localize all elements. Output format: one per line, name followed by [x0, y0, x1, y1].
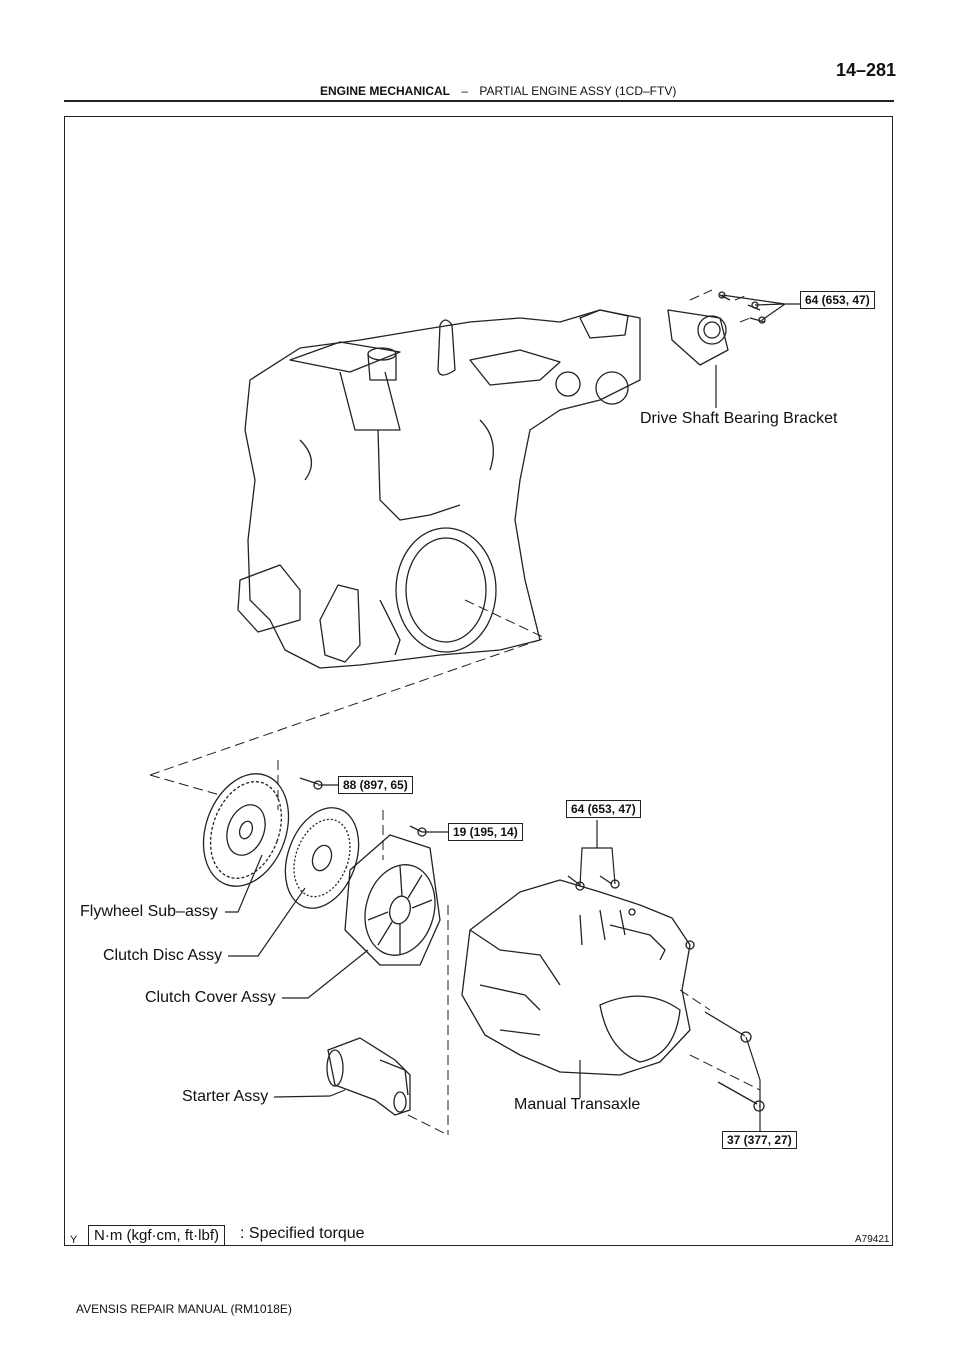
torque-bracket-bolts: 64 (653, 47): [800, 291, 875, 309]
label-starter: Starter Assy: [182, 1088, 269, 1105]
alignment-line-engine: [149, 637, 546, 776]
figure-frame: [64, 116, 893, 1246]
figure-id: A79421: [855, 1234, 890, 1245]
torque-clutch-cover-bolt: 19 (195, 14): [448, 823, 523, 841]
label-manual-transaxle: Manual Transaxle: [514, 1096, 641, 1113]
alignment-line-starter: [407, 1114, 449, 1136]
torque-transaxle-lower-bolts: 37 (377, 27): [722, 1131, 797, 1149]
legend-description: : Specified torque: [240, 1225, 365, 1242]
starter-drawing: [326, 1037, 411, 1116]
label-clutch-cover: Clutch Cover Assy: [145, 989, 276, 1006]
leader-clutch-cover: [282, 949, 369, 999]
corner-mark: Y: [70, 1234, 78, 1246]
alignment-line-bracket: [689, 289, 751, 323]
leader-clutch-disc: [228, 887, 306, 957]
engine-block-drawing: [237, 309, 641, 669]
label-drive-shaft-bearing-bracket: Drive Shaft Bearing Bracket: [640, 410, 838, 427]
label-clutch-disc: Clutch Disc Assy: [103, 947, 223, 964]
alignment-line-flywheel: [149, 774, 221, 796]
label-flywheel: Flywheel Sub–assy: [80, 903, 218, 920]
alignment-line-lower-bolt: [689, 1054, 761, 1091]
alignment-line-engine-2: [464, 599, 546, 639]
page-number: 14–281: [836, 60, 897, 80]
torque-flywheel-bolt: 88 (897, 65): [338, 776, 413, 794]
section-name: ENGINE MECHANICAL: [320, 84, 451, 98]
clutch-disc-drawing: [284, 807, 360, 909]
manual-transaxle-drawing: [461, 879, 695, 1076]
footer-manual-title: AVENSIS REPAIR MANUAL (RM1018E): [76, 1302, 292, 1316]
leader-transaxle-lower-bolts: [745, 1036, 761, 1132]
section-title: ENGINE MECHANICAL – PARTIAL ENGINE ASSY …: [320, 84, 676, 98]
alignment-line-bolt-2: [679, 989, 711, 1011]
leader-bracket-torque: [721, 294, 800, 321]
leader-flywheel: [225, 854, 263, 913]
legend-unit-box: N·m (kgf·cm, ft·lbf): [88, 1225, 225, 1246]
flywheel-drawing: [202, 773, 290, 887]
leader-starter: [273, 1089, 346, 1098]
torque-transaxle-top-bolts: 64 (653, 47): [566, 800, 641, 818]
title-separator: –: [461, 84, 469, 98]
subsection-name: PARTIAL ENGINE ASSY (1CD–FTV): [479, 84, 677, 98]
clutch-cover-drawing: [344, 834, 441, 966]
drive-shaft-bearing-bracket-drawing: [667, 291, 766, 366]
header-rule: [64, 100, 894, 102]
leader-transaxle-top-bolts: [579, 820, 616, 887]
